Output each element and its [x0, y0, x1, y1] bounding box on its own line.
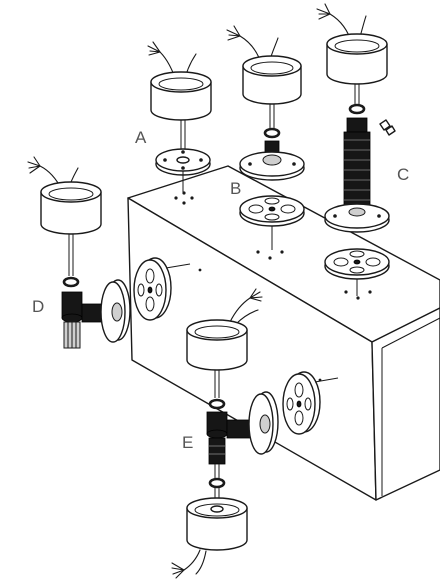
assembly-e — [171, 288, 339, 579]
label-c: C — [397, 165, 409, 184]
assembly-a — [147, 41, 212, 192]
top-face-holes — [174, 191, 372, 382]
label-e: E — [182, 433, 193, 452]
tube-ribs — [344, 139, 370, 201]
label-d: D — [32, 297, 44, 316]
assembly-c — [316, 3, 396, 296]
assembly-d — [27, 156, 191, 349]
label-b: B — [230, 179, 241, 198]
assembly-b — [226, 25, 305, 250]
label-a: A — [135, 128, 147, 147]
